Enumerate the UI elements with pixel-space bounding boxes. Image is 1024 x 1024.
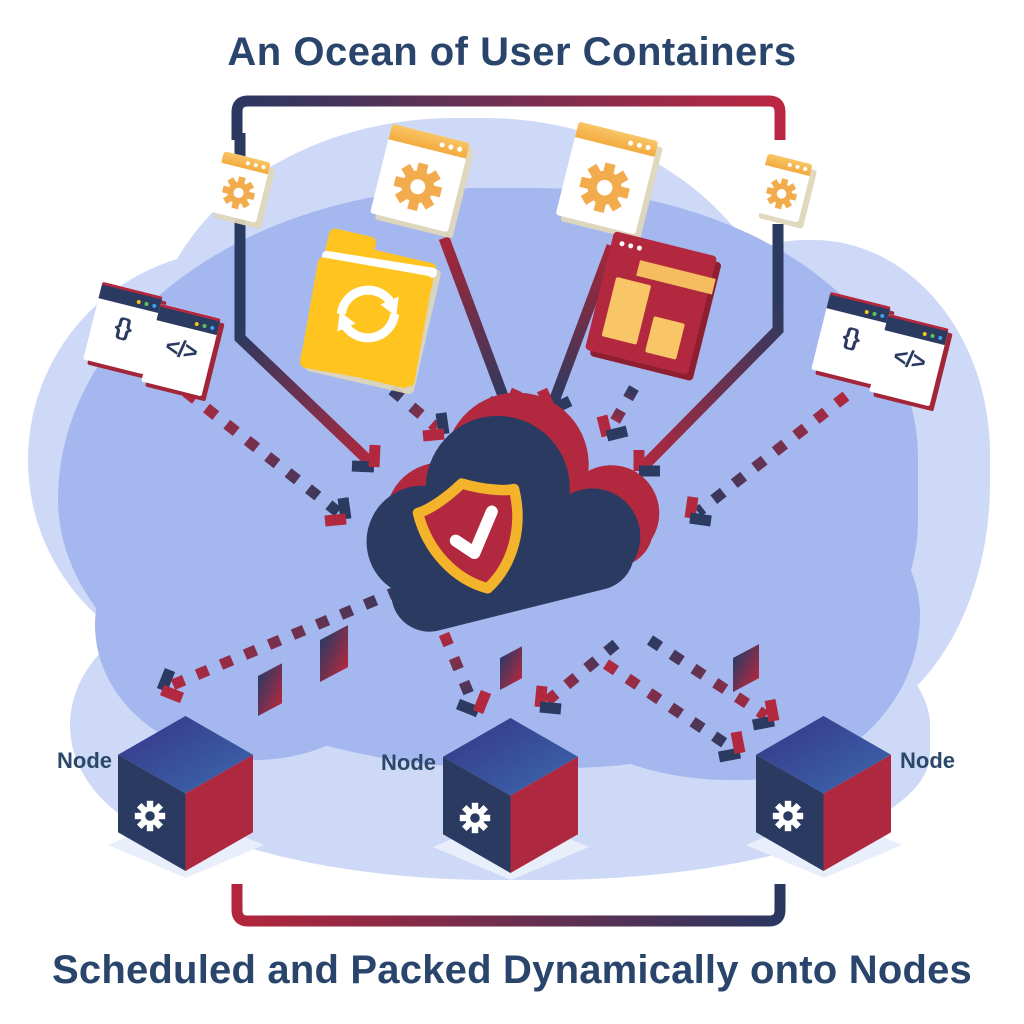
bottom-bracket	[231, 884, 786, 927]
sync-icon	[336, 285, 400, 343]
gear-icon	[579, 162, 630, 213]
container-chips	[258, 625, 759, 716]
top-bracket	[231, 95, 786, 140]
dotted-arrows-in	[182, 385, 850, 517]
diagram-caption: Scheduled and Packed Dynamically onto No…	[52, 948, 972, 992]
dotted-arrowheads-in	[324, 412, 712, 527]
gear-icon	[134, 800, 166, 832]
node-cube-left	[108, 716, 264, 878]
gear-icon	[766, 178, 798, 210]
dotted-arrowheads-out	[156, 667, 780, 763]
gear-icon	[459, 802, 491, 834]
gear-window-icon	[370, 123, 470, 233]
node-label: Node	[900, 748, 955, 773]
node-label: Node	[381, 750, 436, 775]
diagram-title: An Ocean of User Containers	[227, 30, 797, 74]
gear-window-icon	[753, 153, 813, 223]
shield-check-icon	[412, 478, 523, 594]
gear-icon	[393, 162, 443, 211]
gear-icon	[772, 800, 804, 832]
dotted-arrows-out	[167, 574, 770, 753]
gear-window-icon	[555, 121, 659, 235]
gear-icon	[222, 176, 256, 210]
node-cube-right	[746, 716, 902, 878]
background-blob-main	[95, 490, 415, 760]
folder-sync-icon	[299, 227, 438, 389]
cloud-shield-check-icon	[366, 392, 660, 632]
gear-window-icon	[209, 151, 271, 223]
node-cube-middle	[433, 718, 589, 880]
node-label: Node	[57, 748, 112, 773]
